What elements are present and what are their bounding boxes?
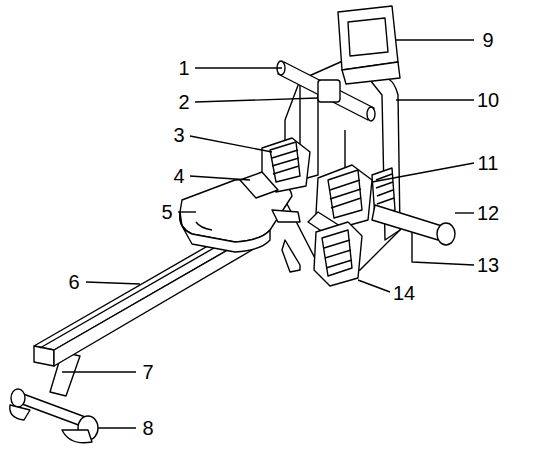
leader-line [190, 176, 250, 180]
handle-end [367, 107, 375, 121]
strap-lines [272, 150, 299, 174]
strap-lines [330, 180, 361, 208]
callout-number: 7 [141, 362, 154, 382]
callout-number: 12 [476, 203, 500, 223]
callout-number: 9 [481, 30, 494, 50]
foot-strap-right [328, 170, 362, 218]
leader-line [195, 98, 318, 102]
monitor [338, 6, 400, 84]
leader-line [396, 39, 474, 40]
foot-pedal [314, 222, 362, 286]
callout-number: 11 [477, 153, 500, 173]
front-foot-pad [62, 430, 92, 443]
handle-holder [318, 80, 340, 102]
leader-line [86, 282, 140, 284]
callout-number: 6 [67, 272, 80, 292]
seat-roller [272, 210, 300, 222]
front-foot [11, 389, 25, 407]
rear-stabilizer [372, 205, 455, 245]
rail-groove [40, 233, 240, 348]
rear-cap [437, 223, 455, 245]
leader-line [358, 280, 390, 292]
rail-end [34, 346, 54, 366]
frame-foot [282, 240, 300, 272]
callout-number: 3 [172, 125, 185, 145]
pedal-strap [322, 230, 352, 276]
leader-line [412, 232, 474, 265]
monitor-screen [348, 18, 388, 56]
rail [34, 232, 252, 366]
leader-lines [62, 40, 474, 428]
callout-number: 5 [160, 202, 173, 222]
leader-line [195, 67, 282, 68]
strap-lines [324, 240, 352, 268]
callout-number: 8 [141, 418, 154, 438]
foot-support [240, 172, 278, 198]
foot-strap-left [270, 142, 300, 182]
callout-number: 14 [392, 283, 416, 303]
rail-side [54, 236, 252, 366]
callout-number: 4 [172, 166, 185, 186]
monitor-base [342, 62, 400, 84]
handle [278, 62, 374, 120]
rear-bar [372, 205, 442, 240]
handle-bar [277, 61, 375, 121]
leader-line [178, 211, 196, 212]
leader-line [396, 99, 474, 100]
callout-number: 10 [476, 90, 500, 110]
callout-number: 1 [177, 58, 190, 78]
callout-number: 2 [177, 92, 190, 112]
seat-grip [196, 222, 212, 230]
callout-number: 13 [476, 255, 500, 275]
leader-line [62, 371, 136, 372]
front-foot-pad [10, 405, 30, 420]
monitor-housing [338, 6, 398, 70]
leader-line [455, 212, 474, 213]
seat-side [180, 212, 270, 252]
leader-line [190, 136, 272, 152]
leader-line [98, 427, 136, 428]
foot-plates [240, 138, 372, 286]
leader-line [372, 163, 474, 182]
